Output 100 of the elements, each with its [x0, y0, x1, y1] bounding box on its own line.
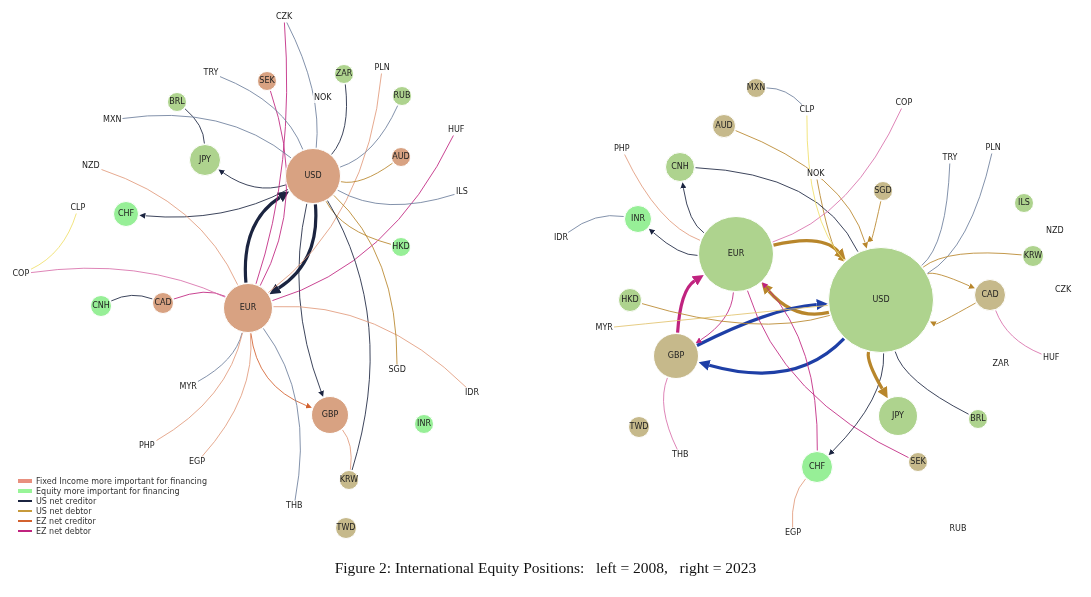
currency-label: PHP [138, 441, 156, 451]
connector-line [921, 163, 951, 266]
connector-line [286, 22, 318, 149]
currency-circle: ZAR [334, 64, 354, 84]
currency-circle: SEK [908, 452, 928, 472]
currency-circle: JPY [189, 144, 221, 176]
currency-circle: CHF [801, 451, 833, 483]
currency-label: CZK [1054, 285, 1073, 295]
currency-circle: INR [624, 205, 652, 233]
connector-line [271, 135, 454, 302]
connector-line [325, 200, 392, 245]
currency-label: EGP [784, 528, 803, 538]
connector-line [766, 87, 803, 105]
arrow [761, 283, 830, 316]
currency-label: PLN [984, 143, 1002, 153]
currency-circle: USD [828, 247, 934, 353]
connector-line [201, 332, 252, 457]
connector-line [122, 114, 292, 159]
currency-circle: KRW [1022, 245, 1044, 267]
currency-label: EGP [188, 457, 207, 467]
currency-label: ZAR [991, 359, 1010, 369]
currency-label: CLP [798, 105, 816, 115]
arrow [773, 239, 847, 260]
arrow [269, 204, 318, 295]
connector-line [273, 305, 467, 388]
arrow [298, 203, 324, 397]
currency-circle: RUB [392, 86, 412, 106]
currency-circle: BRL [968, 409, 988, 429]
currency-label: COP [894, 98, 914, 108]
currency-circle: GBP [311, 396, 349, 434]
arrow [218, 169, 287, 189]
currency-circle: SEK [257, 71, 277, 91]
arrow [676, 274, 704, 333]
currency-circle: CAD [974, 279, 1006, 311]
currency-circle: AUD [391, 147, 411, 167]
arrow [139, 189, 289, 219]
arrow [250, 332, 312, 409]
currency-label: THB [285, 501, 304, 511]
arrow [828, 352, 885, 456]
connector-line [339, 105, 399, 168]
currency-label: HUF [447, 125, 466, 135]
currency-circle: KRW [339, 470, 359, 490]
currency-label: IDR [553, 233, 570, 243]
connector-line [747, 290, 909, 459]
connector-line [156, 332, 243, 441]
currency-label: IDR [464, 388, 481, 398]
arrow [927, 272, 975, 289]
currency-circle: TWD [335, 517, 357, 539]
currency-circle: AUD [712, 114, 736, 138]
currency-circle: JPY [878, 396, 918, 436]
connector-line [101, 169, 239, 286]
legend-text: Equity more important for financing [36, 486, 180, 496]
arrow [243, 191, 289, 283]
arrow [696, 299, 828, 347]
connector-line [772, 108, 902, 243]
currency-label: THB [671, 450, 690, 460]
arrow [680, 182, 705, 234]
currency-label: CLP [69, 203, 87, 213]
currency-label: ILS [455, 187, 469, 197]
connector-line [184, 108, 205, 144]
arrow [867, 200, 882, 244]
connector-line [894, 351, 970, 415]
arrow [762, 282, 818, 451]
currency-label: TRY [202, 68, 220, 78]
currency-circle: CNH [90, 295, 112, 317]
currency-circle: MXN [746, 78, 766, 98]
connector-line [30, 213, 77, 270]
arrow [695, 291, 734, 344]
figure-caption: Figure 2: International Equity Positions: left = 2008, right = 2023 [334, 559, 757, 577]
connector-line [255, 22, 288, 285]
connector-line [663, 377, 678, 450]
legend-text: EZ net creditor [36, 516, 96, 526]
currency-circle: GBP [653, 333, 699, 379]
currency-label: HUF [1042, 353, 1061, 363]
arrow [698, 337, 846, 375]
connector-line [331, 83, 348, 155]
currency-label: NOK [313, 93, 333, 103]
currency-label: COP [11, 269, 31, 279]
currency-label: PHP [613, 144, 631, 154]
connector-line [695, 167, 859, 253]
arrow [866, 351, 888, 399]
currency-label: NZD [81, 161, 101, 171]
connector-line [340, 162, 393, 183]
currency-label: NZD [1045, 226, 1065, 236]
currency-label: MYR [594, 323, 614, 333]
connector-line [197, 332, 243, 382]
connector-line [791, 478, 807, 528]
currency-label: SGD [387, 365, 407, 375]
currency-circle: INR [414, 414, 434, 434]
arrow [816, 179, 844, 262]
currency-label: TRY [941, 153, 959, 163]
arrow [735, 130, 868, 249]
connector-line [337, 189, 455, 206]
connector-line [624, 154, 701, 241]
legend-text: Fixed Income more important for financing [36, 476, 207, 486]
legend-text: US net debtor [36, 506, 92, 516]
currency-circle: TWD [628, 416, 650, 438]
currency-circle: USD [285, 148, 341, 204]
currency-circle: EUR [223, 283, 273, 333]
currency-label: MXN [102, 115, 123, 125]
